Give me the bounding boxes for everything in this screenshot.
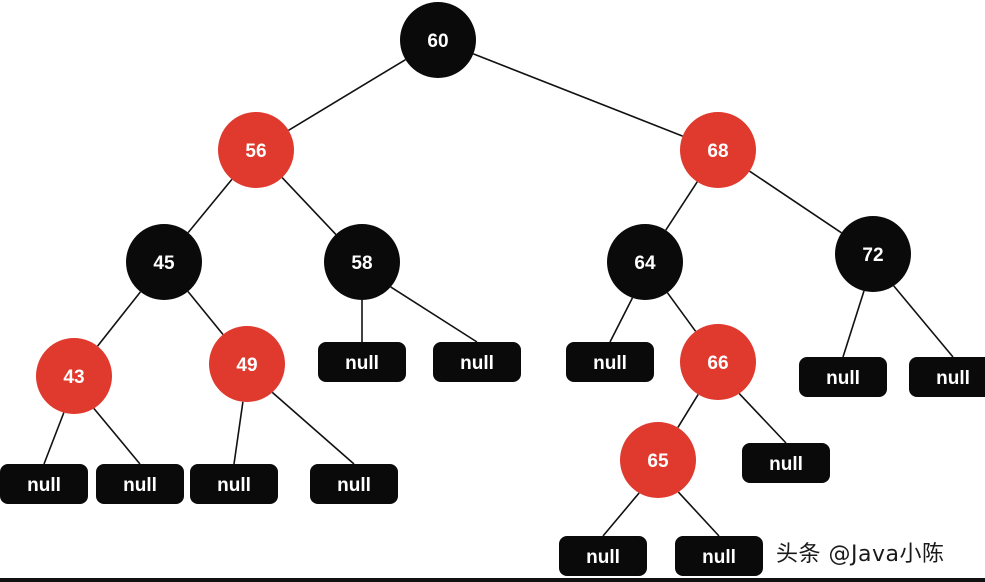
tree-node-65: 65 [620, 422, 696, 498]
tree-node-68: 68 [680, 112, 756, 188]
null-leaf: null [318, 342, 406, 382]
node-label: 68 [707, 141, 728, 162]
edge-n68-n72 [749, 170, 842, 234]
edge-n49-null49L [233, 401, 244, 465]
null-box [433, 342, 521, 382]
edge-n45-n43 [96, 291, 142, 347]
null-leaf: null [909, 357, 985, 397]
null-label: null [27, 475, 61, 496]
edge-n60-n56 [288, 58, 406, 132]
edge-n65-null65L [602, 492, 640, 537]
edge-n45-n49 [187, 290, 224, 336]
edge-n68-n64 [665, 181, 698, 231]
watermark-text: 头条 @Java小陈 [776, 542, 945, 567]
node-label: 72 [862, 245, 883, 266]
null-leaf: null [96, 464, 184, 504]
null-box [799, 357, 887, 397]
null-leaf: null [566, 342, 654, 382]
null-label: null [586, 547, 620, 568]
tree-node-56: 56 [218, 112, 294, 188]
null-label: null [936, 368, 970, 389]
null-box [559, 536, 647, 576]
null-leaf: null [742, 443, 830, 483]
node-circle-black [400, 2, 476, 78]
null-label: null [337, 475, 371, 496]
node-label: 45 [153, 253, 175, 274]
node-circle-black [324, 224, 400, 300]
edge-n43-null43L [43, 412, 65, 465]
null-box [742, 443, 830, 483]
node-label: 60 [427, 31, 448, 52]
null-leaf: null [799, 357, 887, 397]
edge-n72-null72R [893, 285, 954, 358]
null-box [96, 464, 184, 504]
node-label: 43 [63, 367, 84, 388]
null-label: null [345, 353, 379, 374]
node-circle-red [680, 324, 756, 400]
node-circle-black [126, 224, 202, 300]
edge-n49-null49R [271, 391, 355, 465]
null-box [566, 342, 654, 382]
node-label: 49 [236, 355, 257, 376]
tree-node-45: 45 [126, 224, 202, 300]
null-leaf: null [0, 464, 88, 504]
edge-n56-n45 [187, 178, 233, 234]
null-label: null [123, 475, 157, 496]
tree-node-43: 43 [36, 338, 112, 414]
edge-n58-null58R [390, 286, 478, 343]
null-box [909, 357, 985, 397]
null-label: null [217, 475, 251, 496]
edge-n60-n68 [473, 53, 683, 137]
node-label: 64 [634, 253, 656, 274]
node-circle-red [680, 112, 756, 188]
null-box [190, 464, 278, 504]
edge-n72-null72L [842, 290, 865, 358]
edge-n64-null64L [609, 297, 634, 343]
null-label: null [702, 547, 736, 568]
node-circle-red [620, 422, 696, 498]
tree-node-66: 66 [680, 324, 756, 400]
node-label: 58 [351, 253, 372, 274]
edge-n65-null65R [677, 491, 720, 537]
node-circle-red [218, 112, 294, 188]
null-label: null [593, 353, 627, 374]
edge-n43-null43R [93, 407, 141, 465]
null-label: null [460, 353, 494, 374]
null-box [0, 464, 88, 504]
edge-n66-null66R [738, 392, 787, 444]
tree-node-58: 58 [324, 224, 400, 300]
null-leaf: null [559, 536, 647, 576]
null-label: null [826, 368, 860, 389]
tree-node-49: 49 [209, 326, 285, 402]
null-leaf: null [433, 342, 521, 382]
edges-group [43, 53, 954, 537]
node-label: 56 [245, 141, 266, 162]
null-label: null [769, 454, 803, 475]
null-leaf: null [190, 464, 278, 504]
edge-n64-n66 [666, 292, 697, 332]
node-circle-red [36, 338, 112, 414]
null-box [318, 342, 406, 382]
bottom-border [0, 578, 985, 582]
tree-node-72: 72 [835, 216, 911, 292]
edge-n66-n65 [677, 393, 699, 429]
tree-node-60: 60 [400, 2, 476, 78]
node-circle-black [835, 216, 911, 292]
node-circle-black [607, 224, 683, 300]
node-circle-red [209, 326, 285, 402]
null-leaf: null [310, 464, 398, 504]
tree-node-64: 64 [607, 224, 683, 300]
null-box [310, 464, 398, 504]
null-box [675, 536, 763, 576]
edge-n56-n58 [281, 177, 337, 235]
null-leaf: null [675, 536, 763, 576]
node-label: 65 [647, 451, 669, 472]
node-label: 66 [707, 353, 728, 374]
